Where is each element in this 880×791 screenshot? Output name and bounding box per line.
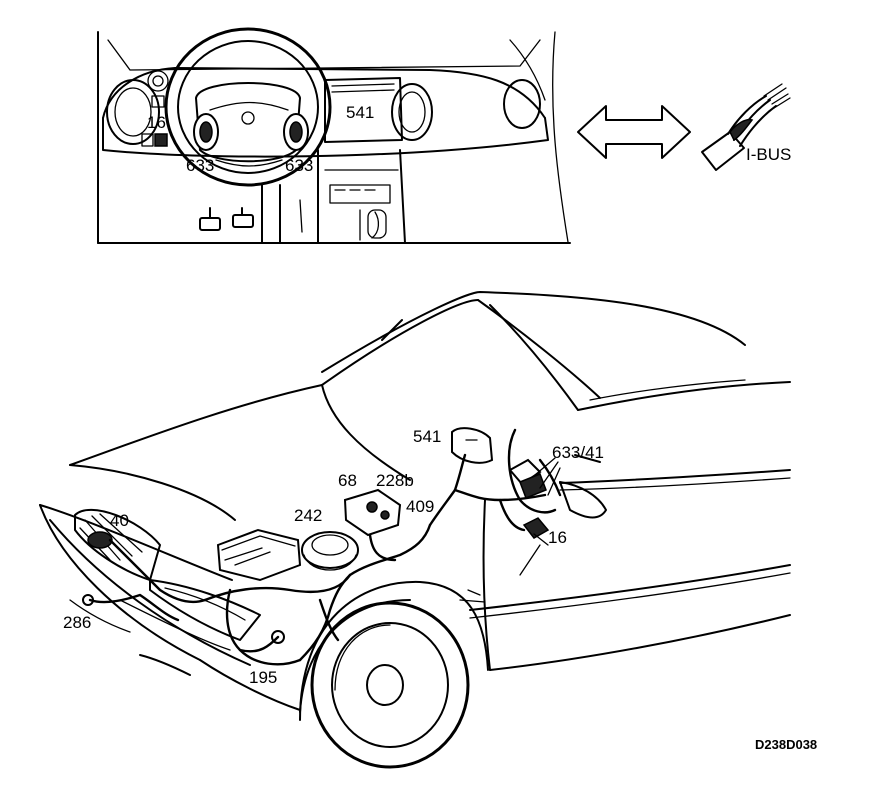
label-dash-633-left: 633 [186,156,214,175]
car-body [39,291,791,769]
label-car-68: 68 [338,471,357,490]
label-car-228b: 228b [376,471,414,490]
label-car-195: 195 [249,668,277,687]
wiring-harness [88,428,562,666]
engine-components [82,427,550,644]
dashboard-inset [97,27,571,244]
label-car-40: 40 [110,511,129,530]
label-dash-16: 16 [147,113,166,132]
label-car-242: 242 [294,506,322,525]
label-ibus: I-BUS [746,145,791,164]
leader-lines [465,439,561,576]
label-car-541: 541 [413,427,441,446]
label-dash-633-right: 633 [285,156,313,175]
double-arrow-icon [577,105,691,159]
ibus-connector-icon [701,83,791,171]
label-car-409: 409 [406,497,434,516]
label-car-16: 16 [548,528,567,547]
label-dash-541: 541 [346,103,374,122]
label-car-633-41: 633/41 [552,443,604,462]
figure-code: D238D038 [755,737,817,752]
label-car-286: 286 [63,613,91,632]
